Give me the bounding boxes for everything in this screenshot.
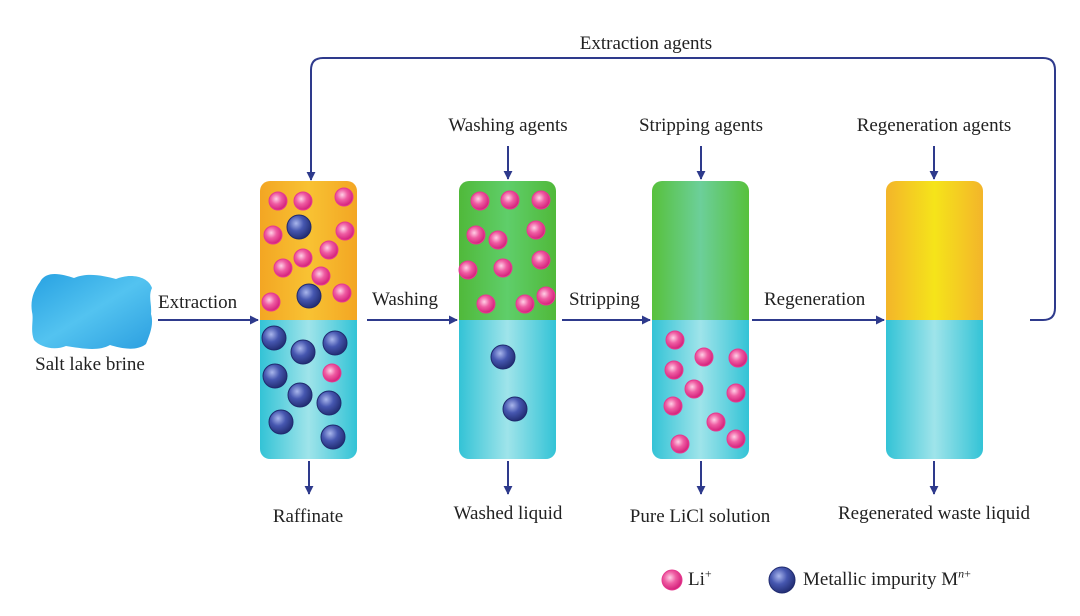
li-ion: [334, 187, 354, 207]
stripping-step-label: Stripping: [569, 289, 640, 310]
li-ion: [322, 363, 342, 383]
metal-impurity-ion: [322, 330, 348, 356]
li-ion: [476, 294, 496, 314]
washed-liquid-label: Washed liquid: [453, 503, 563, 524]
li-ion: [726, 383, 746, 403]
metal-impurity-ion: [502, 396, 528, 422]
salt-lake-brine-label: Salt lake brine: [35, 354, 145, 375]
li-ion: [526, 220, 546, 240]
li-ion: [319, 240, 339, 260]
legend-metal-charge-n: n: [958, 566, 965, 581]
salt-lake-brine-blob: [31, 274, 153, 349]
li-ion: [470, 191, 490, 211]
metal-impurity-ion: [261, 325, 287, 351]
raffinate-label: Raffinate: [272, 506, 344, 527]
metal-impurity-ion: [290, 339, 316, 365]
li-ion: [458, 260, 478, 280]
legend-li: Li+: [688, 566, 712, 591]
aqueous-phase: [459, 320, 556, 459]
extraction-agents-recycle-arrow: [306, 57, 1056, 321]
li-ion: [694, 347, 714, 367]
li-ion: [726, 429, 746, 449]
metal-impurity-ion: [296, 283, 322, 309]
washing-agents-label: Washing agents: [448, 115, 568, 136]
li-ion: [728, 348, 748, 368]
li-ion: [663, 396, 683, 416]
metal-impurity-ion: [490, 344, 516, 370]
aqueous-phase: [886, 320, 983, 459]
stripping-column: [652, 181, 749, 459]
metal-impurity-ion: [316, 390, 342, 416]
organic-phase: [652, 181, 749, 320]
legend-metal-label: Metallic impurity M: [803, 569, 959, 590]
metal-impurity-ion: [320, 424, 346, 450]
regeneration-step-label: Regeneration: [764, 289, 866, 310]
organic-phase: [886, 181, 983, 320]
li-ion: [263, 225, 283, 245]
legend-li-charge: +: [704, 566, 712, 581]
pure-licl-solution-label: Pure LiCl solution: [629, 506, 771, 527]
li-ion: [332, 283, 352, 303]
li-ion: [493, 258, 513, 278]
legend-li-label: Li: [688, 569, 705, 590]
li-ion: [684, 379, 704, 399]
stripping-agents-label: Stripping agents: [638, 115, 764, 136]
ions: [261, 187, 748, 454]
legend-metal-charge: n+: [958, 567, 971, 581]
legend-li-marker: [661, 569, 683, 591]
washing-step-label: Washing: [372, 289, 439, 310]
metal-impurity-ion: [262, 363, 288, 389]
extraction-agents-label: Extraction agents: [579, 33, 713, 54]
li-ion: [293, 191, 313, 211]
li-ion: [536, 286, 556, 306]
li-ion: [273, 258, 293, 278]
li-ion: [466, 225, 486, 245]
li-ion: [531, 250, 551, 270]
li-ion: [268, 191, 288, 211]
li-ion: [488, 230, 508, 250]
legend-metal-marker: [768, 566, 796, 594]
li-ion: [335, 221, 355, 241]
li-ion: [665, 330, 685, 350]
li-ion: [311, 266, 331, 286]
li-ion: [531, 190, 551, 210]
li-ion: [670, 434, 690, 454]
metal-impurity-ion: [286, 214, 312, 240]
metal-impurity-ion: [268, 409, 294, 435]
li-ion: [706, 412, 726, 432]
li-ion: [500, 190, 520, 210]
li-ion: [293, 248, 313, 268]
extraction-step-label: Extraction: [158, 292, 238, 313]
legend-metal-charge-plus: +: [964, 566, 971, 581]
regeneration-agents-label: Regeneration agents: [856, 115, 1012, 136]
metal-impurity-ion: [287, 382, 313, 408]
li-ion: [664, 360, 684, 380]
li-ion: [515, 294, 535, 314]
legend-metal: Metallic impurity Mn+: [803, 567, 971, 591]
li-ion: [261, 292, 281, 312]
regenerated-waste-liquid-label: Regenerated waste liquid: [837, 503, 1031, 524]
regeneration-column: [886, 181, 983, 459]
